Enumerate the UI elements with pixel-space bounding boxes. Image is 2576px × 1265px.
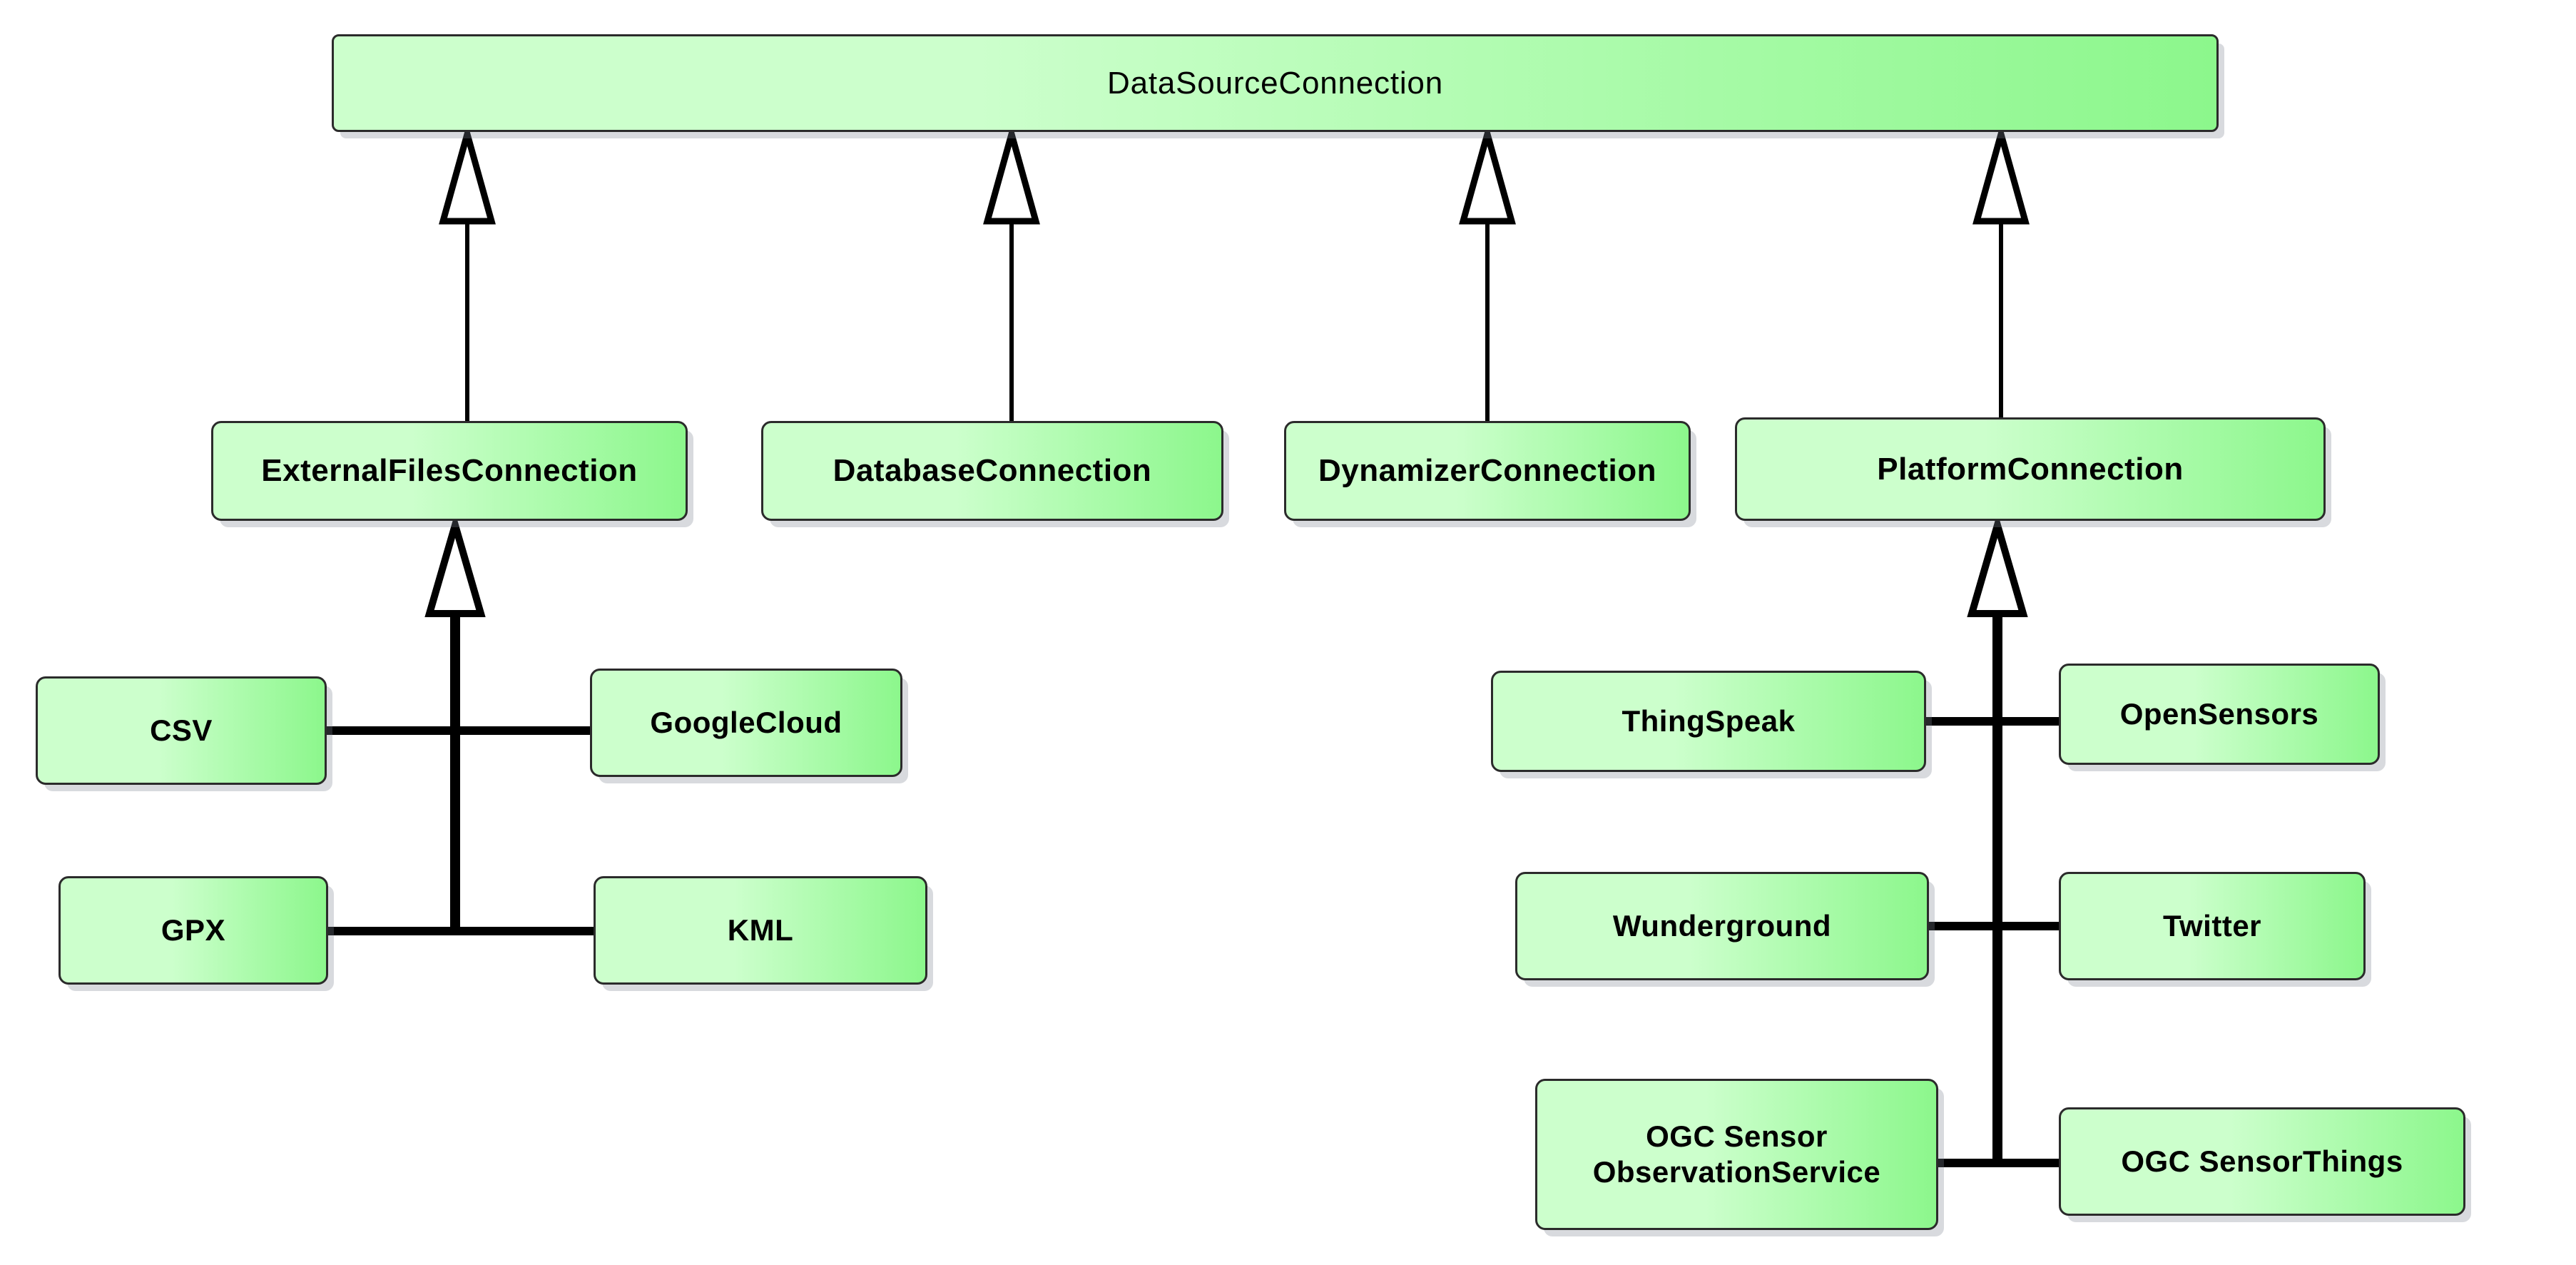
class-box-kml[interactable]: KML [594, 876, 927, 985]
class-box-label: GPX [161, 913, 226, 948]
class-box-twitter[interactable]: Twitter [2059, 872, 2366, 980]
class-box-csv[interactable]: CSV [36, 676, 327, 785]
class-box-label: DatabaseConnection [833, 453, 1152, 489]
generalization-arrow-database-connection [983, 122, 1040, 225]
class-box-label: KML [727, 913, 794, 948]
class-box-label: ThingSpeak [1622, 704, 1796, 738]
class-box-label: Wunderground [1612, 909, 1832, 943]
class-box-label: DynamizerConnection [1318, 453, 1656, 489]
class-box-label: DataSourceConnection [1107, 65, 1443, 101]
class-box-label: OGC Sensor ObservationService [1592, 1119, 1881, 1189]
generalization-arrow-dynamizer-connection [1459, 122, 1516, 225]
generalization-arrow-platform-connection [1967, 512, 2028, 617]
class-box-dynamizer-connection[interactable]: DynamizerConnection [1284, 421, 1691, 521]
class-box-ogc-sensor-things[interactable]: OGC SensorThings [2059, 1107, 2465, 1216]
class-box-label: PlatformConnection [1877, 451, 2184, 487]
class-box-external-files-connection[interactable]: ExternalFilesConnection [211, 421, 688, 521]
class-box-label: OGC SensorThings [2121, 1144, 2403, 1179]
generalization-arrow-external-files-connection [424, 512, 486, 617]
class-box-database-connection[interactable]: DatabaseConnection [761, 421, 1223, 521]
class-box-gpx[interactable]: GPX [58, 876, 328, 985]
generalization-arrow-platform-connection [1972, 122, 2030, 225]
class-box-datasourceconnection[interactable]: DataSourceConnection [332, 34, 2219, 132]
class-box-google-cloud[interactable]: GoogleCloud [590, 669, 902, 777]
class-box-label: ExternalFilesConnection [261, 453, 638, 489]
class-box-wunderground[interactable]: Wunderground [1515, 872, 1929, 980]
class-box-label: Twitter [2162, 909, 2262, 943]
class-box-platform-connection[interactable]: PlatformConnection [1735, 417, 2326, 521]
class-box-open-sensors[interactable]: OpenSensors [2059, 664, 2380, 765]
class-box-ogc-sensor-observation-service[interactable]: OGC Sensor ObservationService [1535, 1079, 1938, 1230]
class-box-label: GoogleCloud [650, 706, 842, 740]
class-box-thing-speak[interactable]: ThingSpeak [1491, 671, 1926, 772]
class-box-label: OpenSensors [2119, 697, 2319, 731]
generalization-arrow-external-files-connection [439, 122, 496, 225]
class-box-label: CSV [150, 713, 213, 748]
